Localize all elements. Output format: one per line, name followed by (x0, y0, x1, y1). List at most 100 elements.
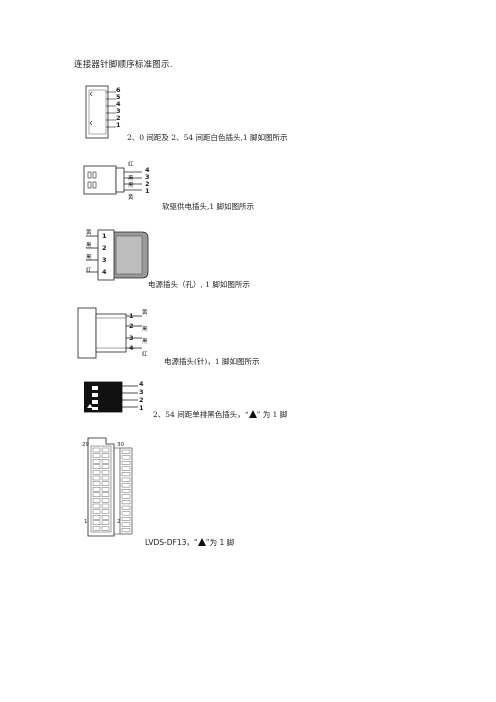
figure-floppy-power: 红 黑 黑 黄 4 3 2 1 (82, 160, 157, 202)
pin-label: 4 (116, 100, 121, 108)
caption-text: 2、54 间距单排黑色插头， (153, 410, 245, 419)
lvds-pin-cell (92, 509, 101, 514)
wire-label: 红 (142, 352, 148, 358)
pin-label: 3 (129, 334, 134, 342)
lvds-side-cell (121, 477, 131, 482)
lvds-side-cell (121, 449, 131, 454)
lvds-pin-cell (101, 526, 110, 531)
lvds-pin-cell (101, 453, 110, 458)
lvds-pin-cell (101, 464, 110, 469)
triangle-marker-icon (248, 410, 257, 418)
lvds-side-cell (121, 500, 131, 505)
lvds-pin-cell (92, 459, 101, 464)
figure-power-pin: 1 2 3 4 黄 黑 黑 红 (76, 304, 156, 362)
lvds-df13-drawing (87, 437, 133, 537)
lvds-pin-cell (101, 509, 110, 514)
pin-label: 4 (139, 380, 144, 388)
lvds-side-cell (121, 466, 131, 471)
lvds-pin-cell (92, 498, 101, 503)
lvds-side-cell (121, 455, 131, 460)
figure-black-header: 4 3 2 1 (83, 378, 156, 416)
pin-label: 3 (116, 107, 121, 115)
lvds-pin-cell (92, 475, 101, 481)
lvds-pin-cell (101, 447, 110, 453)
lvds-pin-cell (101, 498, 110, 503)
lvds-pin-cell (92, 447, 101, 453)
lvds-pin-cell (101, 503, 110, 509)
lvds-side-cell (121, 505, 131, 510)
pin-label: 29 (82, 442, 89, 448)
caption-power-pin: 电源插头(针)，1 脚如图所示 (164, 357, 260, 366)
caption-text: ”为 1 脚 (205, 538, 235, 547)
lvds-pin-cell (92, 514, 101, 520)
pin-label: 1 (84, 519, 88, 525)
white-header-drawing (85, 85, 116, 139)
figure-power-socket: 黄 黑 黑 红 1 2 3 4 (86, 226, 154, 284)
caption-text: ” 为 1 脚 (256, 410, 288, 419)
pin-label: 2 (116, 114, 121, 122)
pin-label: 3 (102, 256, 107, 264)
pin-label: 1 (116, 121, 121, 129)
lvds-side-cell (121, 483, 131, 488)
pin-label: 2 (145, 180, 150, 188)
figure-lvds-df13: 29 30 1 2 (80, 434, 140, 542)
caption-lvds-df13: LVDS-DF13，“ ”为 1 脚 (145, 537, 234, 548)
pin-label: 1 (102, 232, 107, 240)
wire-label: 黑 (128, 183, 134, 189)
pin-label: 5 (116, 93, 121, 101)
pin-label: 1 (129, 312, 134, 320)
pin-label: 2 (129, 322, 134, 330)
lvds-pin-cell (92, 453, 101, 458)
lvds-pin-cell (101, 514, 110, 520)
caption-text: LVDS-DF13，“ (145, 538, 198, 547)
pin-label: 2 (139, 396, 144, 404)
lvds-pin-cell (92, 487, 101, 492)
pin-label: 3 (139, 388, 144, 396)
lvds-pin-cell (101, 492, 110, 497)
lvds-pin-cell (101, 481, 110, 486)
wire-label: 黑 (142, 339, 148, 345)
lvds-side-cell (121, 472, 131, 477)
lvds-pin-cell (92, 481, 101, 486)
wire-label: 黄 (86, 230, 92, 236)
floppy-power-drawing (83, 165, 142, 195)
pin-label: 6 (116, 86, 121, 94)
lvds-pin-cell (92, 520, 101, 526)
wire-label: 黑 (86, 255, 92, 261)
lvds-pin-cell (92, 470, 101, 475)
quote-open: “ (244, 410, 249, 419)
pin-label: 4 (145, 166, 150, 174)
lvds-pin-cell (101, 475, 110, 481)
wire-label: 黄 (142, 310, 148, 316)
pin-label: 2 (102, 244, 107, 252)
caption-black-header: 2、54 间距单排黑色插头，“ ” 为 1 脚 (153, 409, 287, 420)
wire-label: 红 (128, 162, 134, 168)
lvds-side-cell (121, 461, 131, 465)
pin-label: 1 (145, 187, 150, 195)
pin-label: 2 (117, 519, 121, 525)
caption-power-socket: 电源插头（孔）, 1 脚如图所示 (148, 280, 250, 289)
lvds-pin-cell (101, 520, 110, 526)
power-socket-drawing (86, 229, 149, 281)
lvds-side-cell (121, 522, 131, 527)
wire-label: 黄 (128, 195, 134, 201)
lvds-side-cell (121, 511, 131, 516)
lvds-pin-cell (92, 464, 101, 469)
page-title: 连接器针脚顺序标准图示. (74, 60, 173, 70)
lvds-pin-cell (92, 526, 101, 531)
pin-label: 4 (129, 344, 134, 352)
figure-white-header: 6 5 4 3 2 1 (80, 84, 140, 142)
black-header-drawing (83, 381, 138, 413)
pin-label: 30 (117, 442, 124, 448)
lvds-pin-cell (101, 470, 110, 475)
lvds-pin-cell (101, 459, 110, 464)
lvds-side-cell (121, 516, 131, 521)
power-pin-drawing (77, 307, 142, 359)
wire-label: 黑 (128, 176, 134, 182)
lvds-side-cell (121, 528, 131, 533)
triangle-marker-icon (197, 538, 206, 546)
pin-label: 3 (145, 173, 150, 181)
lvds-side-cell (121, 494, 131, 499)
caption-floppy-power: 软驱供电插头,1 脚如图所示 (162, 202, 255, 211)
caption-white-header: 2、0 间距及 2、54 间距白色插头,1 脚如图所示 (127, 133, 288, 142)
